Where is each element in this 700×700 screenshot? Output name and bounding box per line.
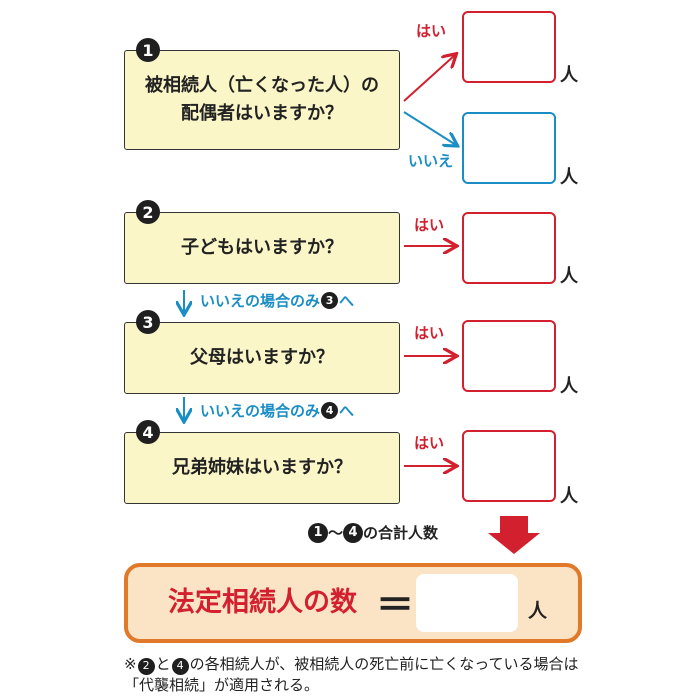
sum-from-number: 1 — [308, 522, 328, 543]
equals-sign: ＝ — [376, 583, 415, 627]
yes-label-4: はい — [414, 434, 445, 452]
answer-box-1-yes[interactable] — [462, 11, 556, 83]
step-number-2: 2 — [136, 200, 160, 224]
sum-down-arrow — [488, 516, 540, 554]
sum-to-number: 4 — [343, 522, 364, 543]
unit-label-1-no: 人 — [560, 167, 578, 188]
no-arrow-1 — [403, 111, 456, 145]
result-label: 法定相続人の数 — [168, 587, 357, 618]
nav-suffix-1: へ — [339, 292, 355, 310]
unit-label-1-yes: 人 — [560, 65, 578, 86]
sum-caption: 1 ～ 4 の合計人数 — [308, 522, 438, 543]
question-text-2: 子どもはいますか？ — [181, 237, 343, 258]
question-box-2: 子どもはいますか？ — [124, 212, 400, 284]
yes-label-3: はい — [414, 324, 445, 342]
question-text-4: 兄弟姉妹はいますか？ — [172, 457, 352, 478]
yes-label-2: はい — [414, 216, 445, 234]
answer-box-1-no[interactable] — [462, 112, 556, 184]
note-and: と — [155, 655, 171, 673]
result-unit: 人 — [528, 600, 548, 622]
step-number-1: 1 — [136, 38, 160, 62]
answer-box-3-yes[interactable] — [462, 320, 556, 392]
question-box-1: 被相続人（亡くなった人）の 配偶者はいますか？ — [124, 50, 400, 150]
question-text-1: 被相続人（亡くなった人）の 配偶者はいますか？ — [145, 75, 379, 124]
nav-text-1: いいえの場合のみ — [200, 292, 321, 310]
nav-suffix-2: へ — [339, 402, 355, 420]
no-label-1: いいえ — [408, 152, 454, 170]
note-num-1: 2 — [137, 657, 155, 675]
yes-arrow-1 — [403, 55, 455, 102]
sum-tilde: ～ — [328, 524, 344, 542]
note-num-2: 4 — [171, 657, 189, 675]
sum-text: の合計人数 — [363, 524, 439, 542]
question-box-4: 兄弟姉妹はいますか？ — [124, 432, 400, 504]
yes-label-1: はい — [416, 22, 447, 40]
nav-no-to-3: いいえの場合のみ 3 へ — [200, 290, 354, 311]
question-box-3: 父母はいますか？ — [124, 322, 400, 394]
nav-text-2: いいえの場合のみ — [200, 402, 321, 420]
answer-box-4-yes[interactable] — [462, 430, 556, 502]
unit-label-2: 人 — [560, 266, 578, 287]
note-mark: ※ — [124, 655, 137, 673]
step-number-4: 4 — [136, 420, 160, 444]
nav-no-to-4: いいえの場合のみ 4 へ — [200, 400, 354, 421]
answer-box-2-yes[interactable] — [462, 212, 556, 284]
result-input-box[interactable] — [416, 574, 518, 632]
note-text: の各相続人が、被相続人の死亡前に亡くなっている場合は「代襲相続」が適用される。 — [124, 655, 579, 694]
nav-num-2: 4 — [321, 402, 339, 419]
question-text-3: 父母はいますか？ — [190, 347, 334, 368]
step-number-3: 3 — [136, 310, 160, 334]
unit-label-3: 人 — [560, 376, 578, 397]
unit-label-4: 人 — [560, 486, 578, 507]
nav-num-1: 3 — [321, 292, 339, 309]
